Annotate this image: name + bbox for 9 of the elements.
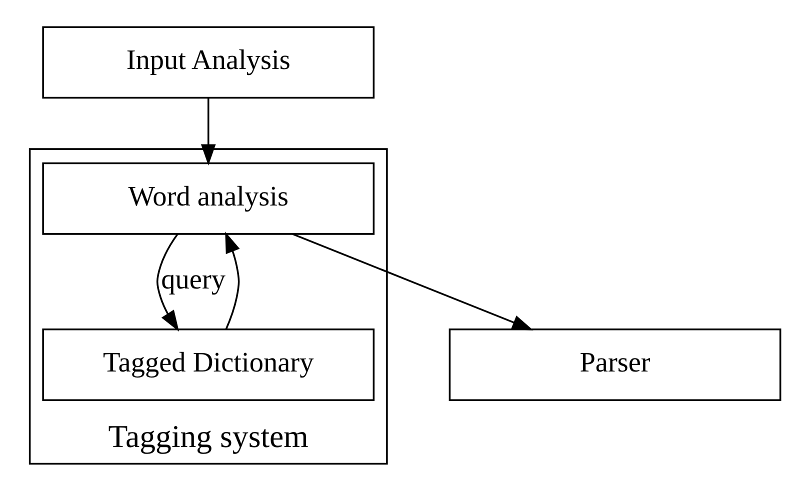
arrow [225,231,240,330]
node-box: Input Analysis [42,26,375,98]
node-box: Parser [448,328,782,401]
arrow [156,233,180,332]
node-box: Word analysis [42,162,375,234]
arrow [200,98,216,165]
edge-label: query [161,264,226,295]
arrow [292,232,534,330]
node-box: Tagged Dictionary [42,328,375,401]
